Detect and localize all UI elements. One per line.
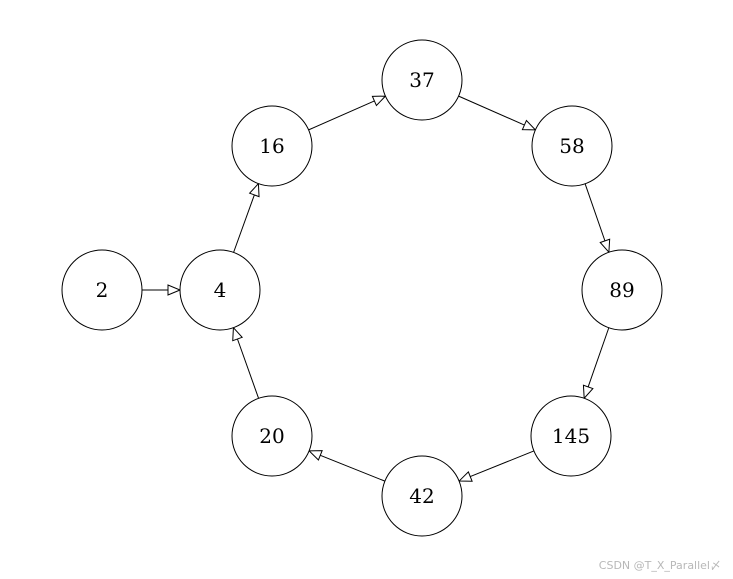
- node-label: 2: [96, 278, 109, 302]
- node-circle: [231, 105, 313, 187]
- node-circle: [179, 249, 261, 331]
- edge-4-to-16: [233, 182, 260, 253]
- node-145: 145: [530, 395, 612, 477]
- arrowhead-icon: [167, 284, 182, 296]
- node-16: 16: [231, 105, 313, 187]
- node-37: 37: [381, 39, 463, 121]
- node-circle: [531, 105, 613, 187]
- arrowhead-icon: [521, 119, 537, 131]
- node-2: 2: [61, 249, 143, 331]
- node-label: 16: [259, 134, 284, 158]
- node-4: 4: [179, 249, 261, 331]
- edge-89-to-145: [582, 327, 610, 400]
- node-label: 37: [409, 68, 434, 92]
- node-circle: [581, 249, 663, 331]
- edge-line: [308, 100, 375, 131]
- edge-line: [458, 95, 525, 126]
- node-label: 58: [559, 134, 584, 158]
- node-circle: [381, 39, 463, 121]
- node-label: 20: [259, 424, 284, 448]
- edge-line: [470, 450, 535, 478]
- node-42: 42: [381, 455, 463, 537]
- node-circle: [381, 455, 463, 537]
- edge-37-to-58: [458, 95, 537, 131]
- arrowhead-icon: [248, 182, 260, 198]
- node-89: 89: [581, 249, 663, 331]
- arrowhead-icon: [457, 471, 473, 482]
- nodes-layer: 2 4 16 37 58 89 145 42 20: [61, 39, 663, 537]
- edge-line: [233, 194, 255, 253]
- edge-42-to-20: [307, 450, 386, 482]
- edge-line: [236, 338, 260, 399]
- node-circle: [530, 395, 612, 477]
- node-label: 145: [552, 424, 590, 448]
- edge-line: [320, 454, 386, 482]
- node-label: 4: [214, 278, 227, 302]
- edge-58-to-89: [584, 183, 611, 254]
- node-20: 20: [231, 395, 313, 477]
- node-label: 89: [609, 278, 634, 302]
- edge-20-to-4: [232, 326, 260, 399]
- arrowhead-icon: [371, 95, 387, 107]
- node-58: 58: [531, 105, 613, 187]
- edge-2-to-4: [142, 284, 182, 296]
- arrowhead-icon: [232, 326, 244, 342]
- edge-145-to-42: [457, 450, 535, 482]
- arrowhead-icon: [582, 384, 594, 400]
- node-circle: [61, 249, 143, 331]
- edges-layer: [142, 95, 611, 482]
- edge-16-to-37: [308, 95, 387, 131]
- arrowhead-icon: [599, 238, 611, 254]
- node-circle: [231, 395, 313, 477]
- edge-line: [584, 183, 606, 242]
- arrowhead-icon: [307, 450, 323, 461]
- node-label: 42: [409, 484, 434, 508]
- edge-line: [587, 327, 610, 388]
- watermark-text: CSDN @T_X_Parallel〆: [598, 559, 721, 572]
